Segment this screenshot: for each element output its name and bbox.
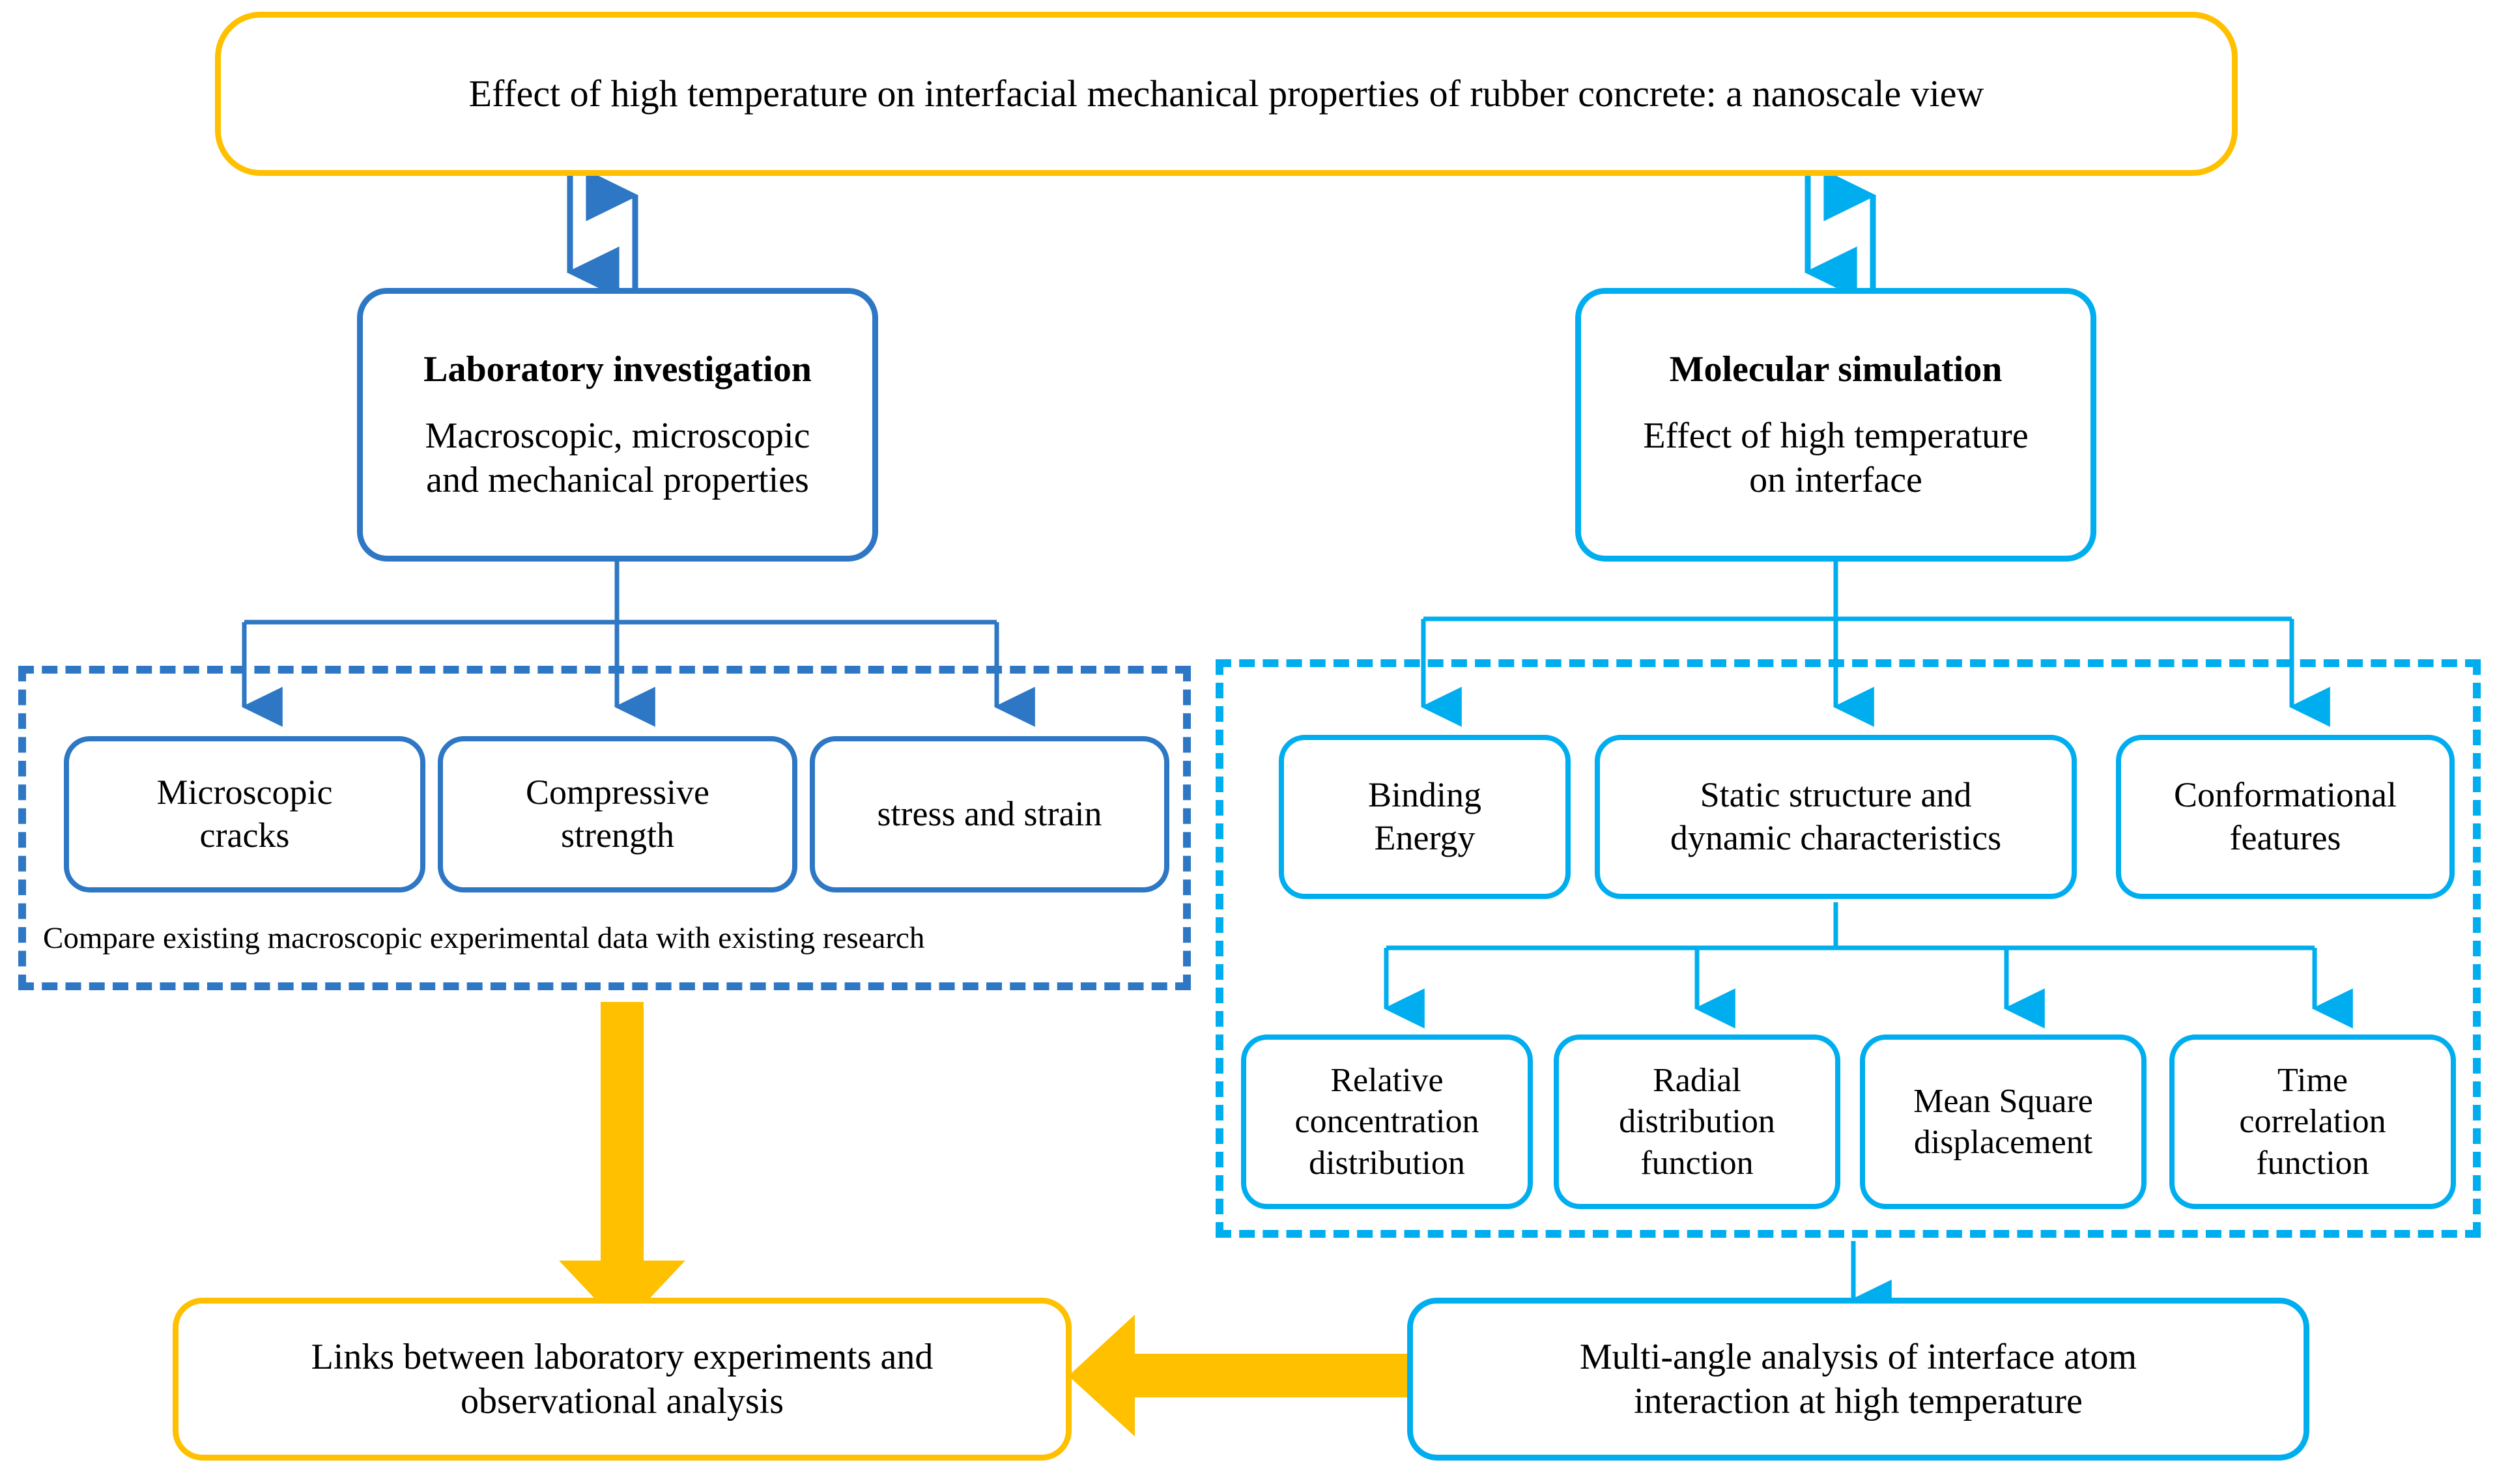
laboratory-heading: Laboratory investigation — [423, 349, 812, 390]
title-text: Effect of high temperature on interfacia… — [468, 72, 1984, 115]
subleaf-line1: Time — [2277, 1061, 2348, 1099]
leaf-compressive-strength[interactable]: Compressive strength — [438, 736, 797, 892]
leaf-line2: dynamic characteristics — [1670, 818, 2002, 857]
leaf-line1: Binding — [1367, 775, 1482, 815]
leaf-line1: Compressive — [526, 773, 709, 812]
molecular-simulation-box[interactable]: Molecular simulation Effect of high temp… — [1575, 288, 2096, 562]
subleaf-time-correlation-function[interactable]: Time correlation function — [2169, 1035, 2456, 1209]
links-line2: observational analysis — [460, 1381, 784, 1421]
subleaf-line2: correlation — [2239, 1103, 2386, 1141]
leaf-line1: Microscopic — [156, 773, 333, 812]
leaf-line1: Conformational — [2174, 775, 2397, 815]
multiangle-analysis-box[interactable]: Multi-angle analysis of interface atom i… — [1407, 1298, 2309, 1461]
molecular-line2: on interface — [1749, 460, 1922, 501]
laboratory-line2: and mechanical properties — [426, 460, 809, 501]
subleaf-line2: displacement — [1913, 1124, 2093, 1161]
subleaf-line2: concentration — [1294, 1103, 1479, 1141]
group-frame-molecular — [1216, 659, 2481, 1238]
subleaf-line1: Relative — [1330, 1061, 1444, 1099]
leaf-line1: stress and strain — [877, 794, 1102, 834]
block-arrow-lab-to-links — [559, 1002, 685, 1328]
leaf-line2: features — [2229, 818, 2341, 857]
subleaf-line1: Mean Square — [1913, 1082, 2093, 1120]
links-line1: Links between laboratory experiments and — [311, 1336, 934, 1377]
leaf-line1: Static structure and — [1700, 775, 1972, 815]
block-arrow-multiangle-to-links — [1068, 1315, 1410, 1436]
subleaf-line3: function — [2256, 1144, 2369, 1182]
leaf-line2: cracks — [199, 816, 290, 855]
multiangle-line1: Multi-angle analysis of interface atom — [1579, 1336, 2137, 1377]
subleaf-mean-square-displacement[interactable]: Mean Square displacement — [1860, 1035, 2147, 1209]
leaf-static-structure-dynamic-characteristics[interactable]: Static structure and dynamic characteris… — [1595, 735, 2077, 899]
subleaf-line3: distribution — [1309, 1144, 1465, 1182]
leaf-line2: strength — [561, 816, 674, 855]
leaf-line2: Energy — [1374, 818, 1476, 857]
title-box[interactable]: Effect of high temperature on interfacia… — [215, 12, 2238, 176]
molecular-line1: Effect of high temperature — [1643, 415, 2029, 456]
laboratory-investigation-box[interactable]: Laboratory investigation Macroscopic, mi… — [357, 288, 878, 562]
laboratory-compare-caption: Compare existing macroscopic experimenta… — [43, 921, 925, 955]
leaf-stress-and-strain[interactable]: stress and strain — [810, 736, 1169, 892]
multiangle-line2: interaction at high temperature — [1634, 1381, 2083, 1421]
subleaf-radial-distribution-function[interactable]: Radial distribution function — [1554, 1035, 1840, 1209]
subleaf-relative-concentration-distribution[interactable]: Relative concentration distribution — [1241, 1035, 1533, 1209]
leaf-microscopic-cracks[interactable]: Microscopic cracks — [64, 736, 425, 892]
leaf-binding-energy[interactable]: Binding Energy — [1279, 735, 1571, 899]
subleaf-line2: distribution — [1619, 1103, 1775, 1141]
leaf-conformational-features[interactable]: Conformational features — [2116, 735, 2455, 899]
laboratory-line1: Macroscopic, microscopic — [425, 415, 810, 456]
group-frame-laboratory — [18, 666, 1191, 990]
subleaf-line1: Radial — [1653, 1061, 1741, 1099]
links-between-laboratory-box[interactable]: Links between laboratory experiments and… — [173, 1298, 1072, 1461]
molecular-heading: Molecular simulation — [1669, 349, 2003, 390]
subleaf-line3: function — [1640, 1144, 1754, 1182]
